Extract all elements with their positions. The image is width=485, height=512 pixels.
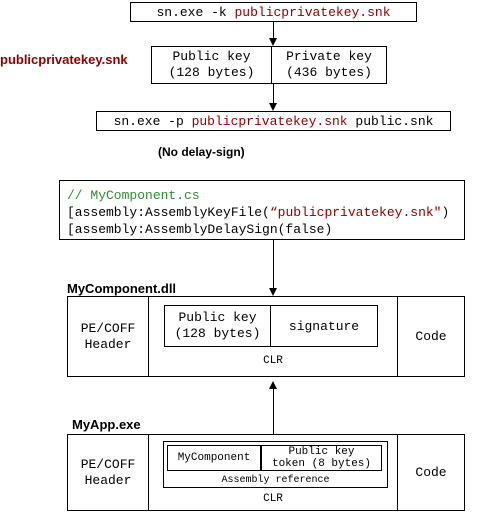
- private-key-line1: Private key: [286, 49, 372, 64]
- exe-clr-label: CLR: [263, 493, 283, 505]
- keypair-box: Public key (128 bytes) Private key (436 …: [151, 46, 387, 84]
- dll-inner-divider: [270, 306, 271, 346]
- keyfile-attribute-prefix: [assembly:AssemblyKeyFile(: [67, 205, 270, 220]
- exe-divider-left: [148, 435, 149, 510]
- exe-header-cell: PE/COFF Header: [68, 435, 148, 510]
- exe-token-line1: Public key: [288, 446, 355, 458]
- exe-label: MyApp.exe: [72, 417, 141, 432]
- private-key-line2: (436 bytes): [286, 65, 372, 80]
- arrow-exe-dll: [269, 381, 277, 389]
- arrow-cmd1-keypair: [269, 38, 277, 46]
- connector-source-dll: [273, 240, 274, 288]
- exe-divider-right: [397, 435, 398, 510]
- exe-component-name: MyComponent: [177, 452, 251, 464]
- dll-signature-cell: signature: [271, 306, 377, 346]
- dll-signature-text: signature: [288, 318, 360, 334]
- keyfile-attribute-suffix: ): [441, 205, 450, 220]
- dll-header-line1: PE/COFF: [80, 320, 136, 336]
- dll-header-line2: Header: [84, 336, 132, 352]
- source-code-box: // MyComponent.cs [assembly:AssemblyKeyF…: [59, 180, 465, 240]
- exe-header-line2: Header: [84, 472, 132, 488]
- source-keyfile-attribute: [assembly:AssemblyKeyFile(“publicprivate…: [67, 204, 464, 221]
- dll-header-cell: PE/COFF Header: [68, 297, 148, 376]
- dll-public-key-line2: (128 bytes): [174, 326, 261, 341]
- extract-public-command-box: sn.exe -p publicprivatekey.snk public.sn…: [96, 111, 451, 131]
- dll-clr-inner-box: Public key (128 bytes) signature: [164, 305, 378, 347]
- public-key-cell: Public key (128 bytes): [152, 47, 271, 83]
- connector-cmd1-keypair: [273, 22, 274, 38]
- private-key-cell: Private key (436 bytes): [272, 47, 386, 83]
- source-comment: // MyComponent.cs: [67, 188, 200, 203]
- dll-clr-label: CLR: [263, 355, 283, 367]
- keyfile-attribute-string: “publicprivatekey.snk": [269, 205, 442, 220]
- extract-command-suffix: public.snk: [347, 113, 434, 129]
- dll-divider-left: [148, 297, 149, 376]
- exe-code-cell: Code: [415, 465, 447, 480]
- keygen-command-prefix: sn.exe -k: [156, 4, 235, 20]
- extract-command-file: publicprivatekey.snk: [191, 113, 348, 129]
- keygen-command-file: publicprivatekey.snk: [234, 4, 391, 20]
- keyfile-label: publicprivatekey.snk: [0, 52, 128, 67]
- exe-token-cell: Public key token (8 bytes): [261, 445, 382, 471]
- public-key-line2: (128 bytes): [168, 65, 255, 80]
- exe-assembly-reference-box: MyComponent Public key token (8 bytes) A…: [163, 441, 388, 488]
- public-key-line1: Public key: [172, 49, 251, 64]
- arrow-keypair-cmd2: [269, 103, 277, 111]
- dll-public-key-line1: Public key: [178, 310, 257, 325]
- dll-code-cell: Code: [415, 329, 447, 344]
- extract-command-prefix: sn.exe -p: [113, 113, 192, 129]
- connector-exe-dll: [273, 389, 274, 443]
- keygen-command-box: sn.exe -k publicprivatekey.snk: [130, 2, 417, 22]
- dll-public-key-cell: Public key (128 bytes): [165, 306, 270, 346]
- exe-token-line2: token (8 bytes): [271, 458, 372, 470]
- dll-box: PE/COFF Header Public key (128 bytes) si…: [67, 296, 465, 377]
- connector-keypair-cmd2: [273, 84, 274, 103]
- arrow-source-dll: [269, 288, 277, 296]
- exe-component-cell: MyComponent: [167, 445, 261, 471]
- exe-header-line1: PE/COFF: [80, 456, 136, 472]
- no-delay-sign-label: (No delay-sign): [158, 145, 245, 159]
- keypair-divider: [271, 47, 272, 83]
- dll-label: MyComponent.dll: [67, 281, 177, 296]
- exe-assembly-reference-label: Assembly reference: [221, 474, 330, 486]
- source-delaysign-attribute: [assembly:AssemblyDelaySign(false): [67, 222, 333, 237]
- dll-divider-right: [397, 297, 398, 376]
- exe-box: PE/COFF Header MyComponent Public key to…: [67, 434, 465, 511]
